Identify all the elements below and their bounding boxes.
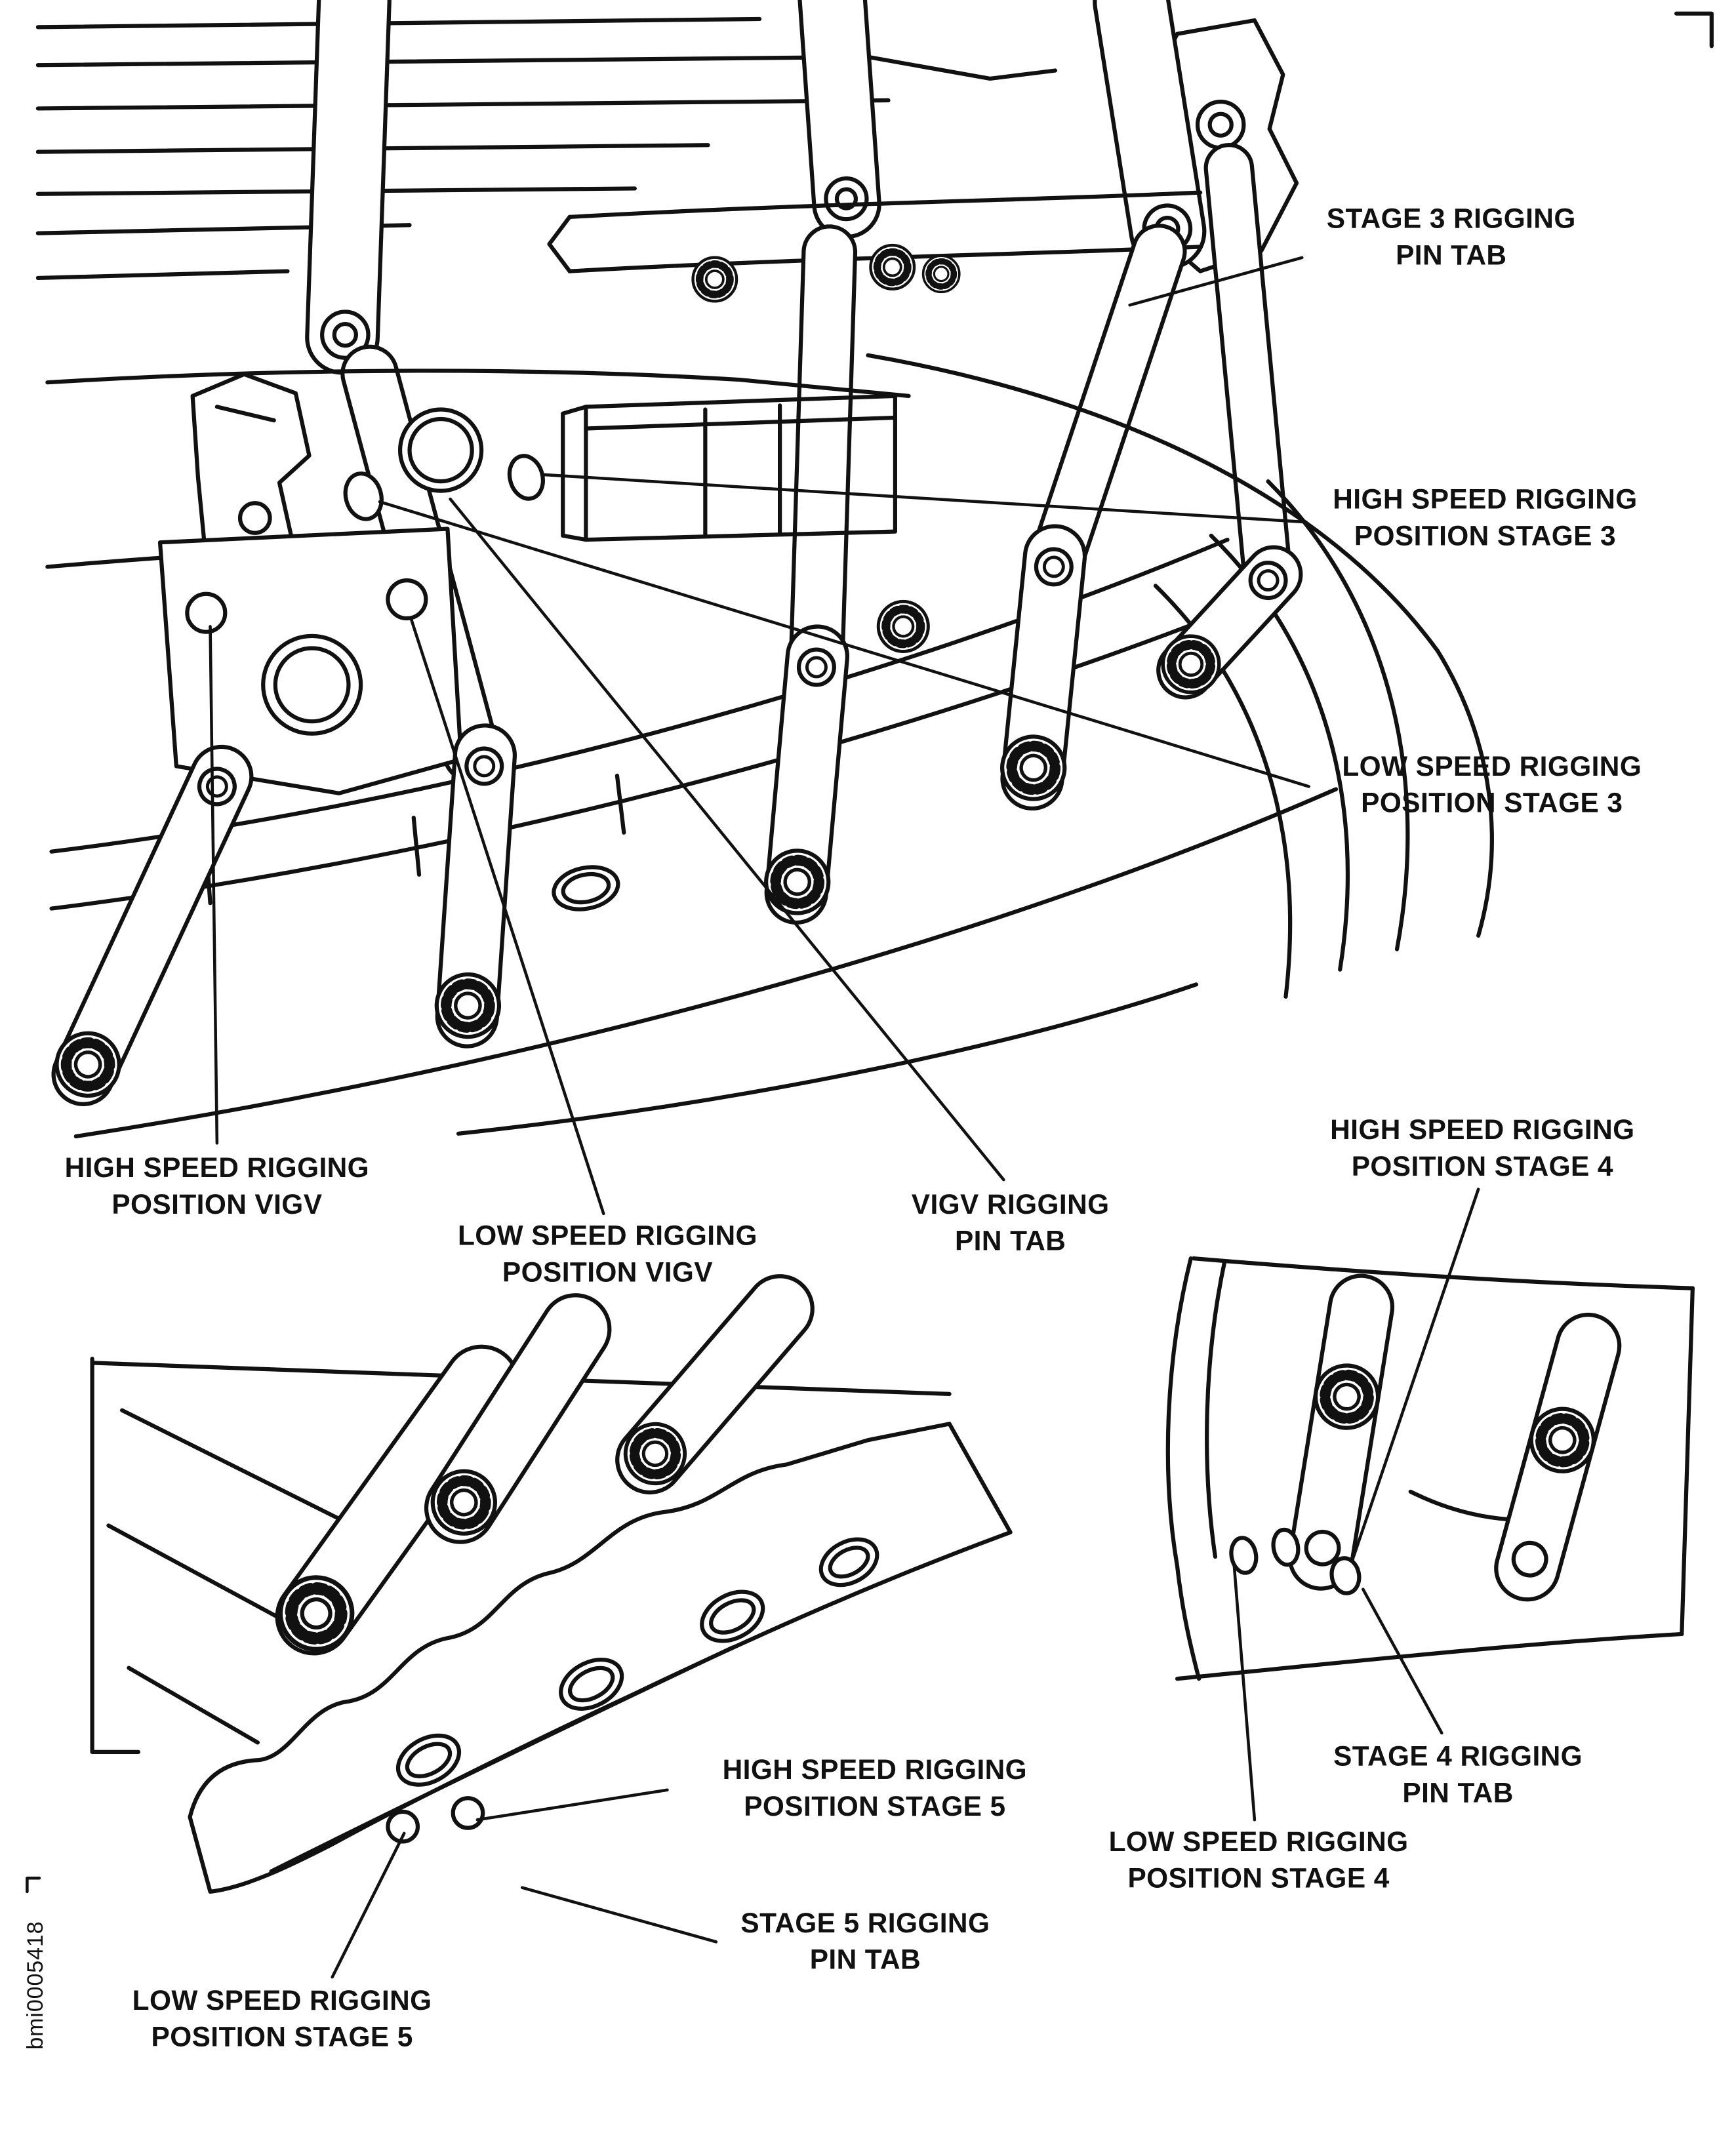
lever-arm	[604, 1274, 815, 1506]
label-stage3-rigging-pin-tab: STAGE 3 RIGGING PIN TAB	[1326, 203, 1576, 271]
stage4-detail-art	[1165, 1256, 1695, 1681]
vigv-pin-tab-hole	[397, 407, 484, 493]
label-stage4-rigging-pin-tab: STAGE 4 RIGGING PIN TAB	[1333, 1741, 1583, 1809]
high-speed-vigv-hole	[185, 591, 228, 634]
high-speed-stage3-hole	[507, 454, 545, 501]
low-speed-stage4-hole	[1229, 1536, 1259, 1575]
lever-arm	[763, 624, 850, 925]
label-low-speed-rigging-position-stage3: LOW SPEED RIGGING POSITION STAGE 3	[1342, 751, 1642, 820]
label-low-speed-rigging-position-stage5: LOW SPEED RIGGING POSITION STAGE 5	[132, 1985, 432, 2054]
low-speed-stage5-hole	[386, 1809, 420, 1844]
lever-arm	[998, 524, 1087, 811]
label-high-speed-rigging-position-stage3: HIGH SPEED RIGGING POSITION STAGE 3	[1333, 484, 1638, 552]
label-high-speed-rigging-position-stage5: HIGH SPEED RIGGING POSITION STAGE 5	[722, 1754, 1028, 1823]
stage4-pin-tab-hole	[1329, 1556, 1362, 1595]
label-low-speed-rigging-position-stage4: LOW SPEED RIGGING POSITION STAGE 4	[1108, 1826, 1409, 1895]
corner-mark	[1674, 11, 1714, 49]
label-high-speed-rigging-position-vigv: HIGH SPEED RIGGING POSITION VIGV	[64, 1152, 370, 1221]
low-speed-stage3-hole	[343, 471, 384, 521]
high-speed-stage5-hole	[451, 1796, 485, 1830]
label-stage5-rigging-pin-tab: STAGE 5 RIGGING PIN TAB	[740, 1907, 990, 1976]
lever-arm	[413, 1293, 612, 1555]
leader-lines	[209, 256, 1480, 1979]
lever-arm	[43, 744, 254, 1115]
label-low-speed-rigging-position-vigv: LOW SPEED RIGGING POSITION VIGV	[457, 1220, 757, 1288]
main-view-art	[35, 0, 1494, 1139]
low-speed-vigv-hole	[386, 578, 428, 621]
label-vigv-rigging-pin-tab: VIGV RIGGING PIN TAB	[911, 1189, 1110, 1258]
lever-arm	[1146, 545, 1303, 709]
label-high-speed-rigging-position-stage4: HIGH SPEED RIGGING POSITION STAGE 4	[1330, 1114, 1635, 1183]
lever-arm	[434, 723, 517, 1049]
figure-id-vertical: bmi0005418	[24, 1921, 49, 2050]
lever-arm	[1494, 1312, 1622, 1602]
lever-arm	[1287, 1273, 1395, 1591]
stage5-detail-art	[90, 1274, 1013, 1894]
